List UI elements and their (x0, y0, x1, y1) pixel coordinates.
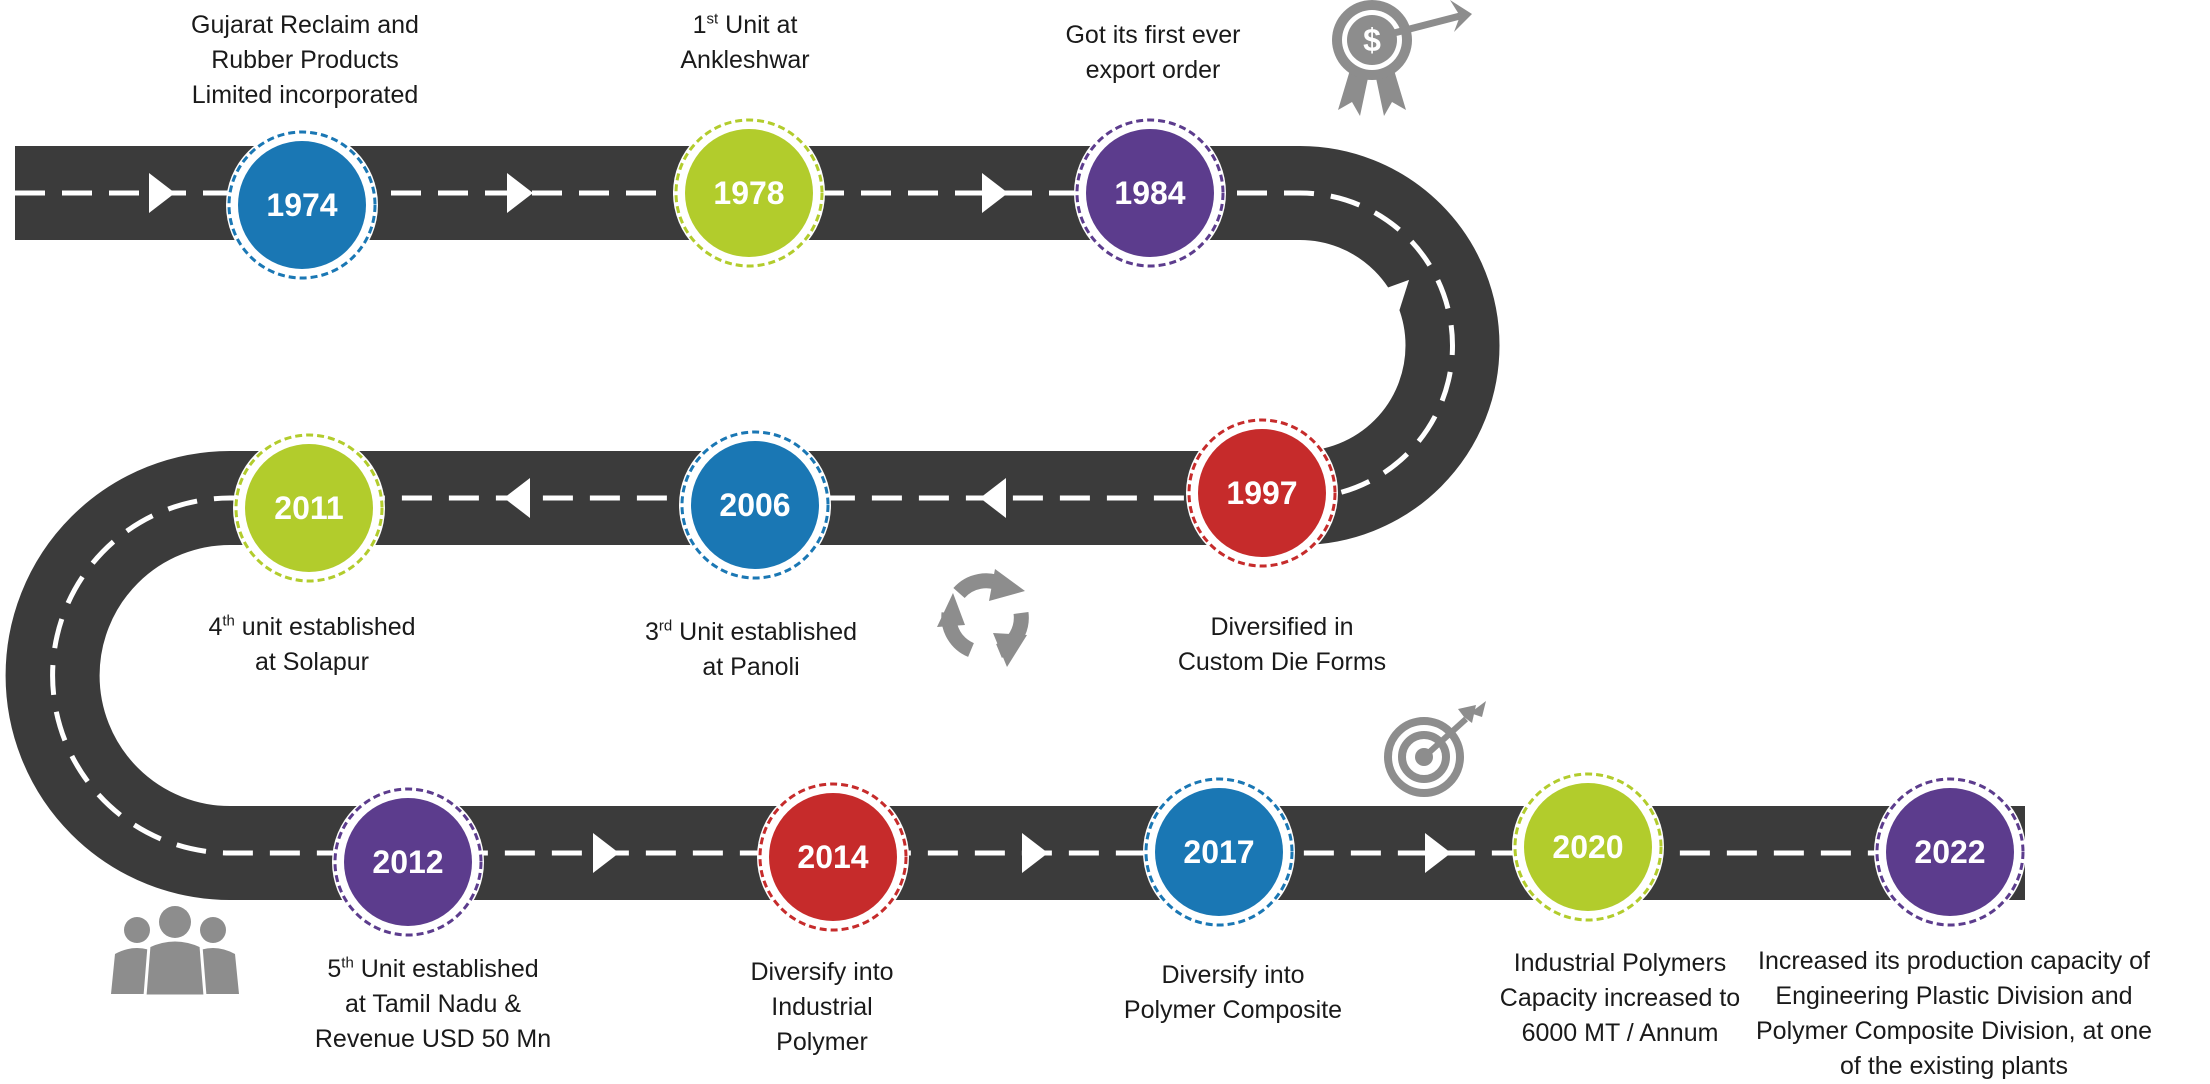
label-ordinal-suffix: th (341, 954, 354, 972)
direction-arrow (1425, 833, 1451, 873)
milestone-label-1984: Got its first ever export order (893, 18, 1413, 88)
milestone-1978: 1978 (673, 117, 825, 269)
milestone-year: 1974 (266, 187, 337, 223)
milestone-2020: 2020 (1512, 771, 1664, 923)
label-line: Increased its production capacity of (1758, 947, 2150, 975)
people-group-icon (111, 906, 239, 998)
road-arrows (149, 173, 1451, 873)
milestone-2014: 2014 (757, 781, 909, 933)
label-line: 3rd Unit established (491, 615, 1011, 650)
label-ordinal-suffix: th (222, 612, 235, 630)
label-line: export order (1085, 56, 1221, 84)
milestone-year: 2017 (1183, 834, 1254, 870)
label-text: unit established (234, 613, 416, 641)
label-line: Custom Die Forms (1177, 648, 1387, 676)
milestone-circles: 1974 1978 1984 1997 2006 2011 2012 2014 2017 2020… (226, 117, 2026, 938)
label-line: at Solapur (255, 648, 369, 676)
label-line: Polymer (776, 1028, 868, 1056)
label-line: 4th unit established (52, 610, 572, 645)
milestone-2012: 2012 (332, 786, 484, 938)
label-line: of the existing plants (1840, 1052, 2068, 1080)
svg-text:$: $ (1363, 22, 1381, 58)
milestone-label-1978: 1st Unit at Ankleshwar (485, 8, 1005, 78)
direction-arrow (1371, 279, 1410, 312)
milestone-1997: 1997 (1186, 417, 1338, 569)
label-line: Industrial (771, 993, 873, 1021)
label-line: Diversified in (1210, 613, 1354, 641)
label-line: 6000 MT / Annum (1521, 1019, 1719, 1047)
label-ordinal-number: 4 (208, 613, 223, 641)
milestone-label-2011: 4th unit established at Solapur (52, 610, 572, 680)
label-ordinal-suffix: st (706, 10, 719, 28)
label-ordinal-suffix: rd (658, 617, 673, 635)
milestone-2017: 2017 (1143, 776, 1295, 928)
direction-arrow (982, 173, 1008, 213)
milestone-2011: 2011 (233, 432, 385, 584)
label-line: Limited incorporated (191, 81, 419, 109)
label-line: at Tamil Nadu & (344, 990, 521, 1018)
milestone-year: 2022 (1914, 834, 1985, 870)
milestone-label-2012: 5th Unit established at Tamil Nadu & Reven… (173, 952, 693, 1057)
label-line: Industrial Polymers (1513, 949, 1727, 977)
milestone-year: 2012 (372, 844, 443, 880)
milestone-2022: 2022 (1874, 776, 2026, 928)
label-ordinal-number: 1 (692, 11, 707, 39)
road (5, 146, 2025, 900)
label-line: at Panoli (702, 653, 800, 681)
direction-arrow (166, 664, 206, 690)
label-line: Polymer Composite Division, at one (1756, 1017, 2152, 1045)
milestone-year: 2011 (274, 490, 343, 526)
label-line: Ankleshwar (680, 46, 810, 74)
milestone-2006: 2006 (679, 429, 831, 581)
milestone-label-2022: Increased its production capacity of Engi… (1694, 944, 2210, 1084)
milestone-year: 2006 (719, 487, 790, 523)
direction-arrow (1022, 833, 1048, 873)
label-line: Revenue USD 50 Mn (314, 1025, 552, 1053)
target-arrow-icon (1384, 701, 1486, 797)
dollar-target-award-icon: $ (1332, 0, 1472, 116)
direction-arrow (507, 173, 533, 213)
refresh-cycle-icon (937, 569, 1029, 667)
milestone-year: 2020 (1552, 829, 1623, 865)
label-line: Diversify into (750, 958, 894, 986)
label-ordinal-number: 5 (327, 955, 342, 983)
label-text: Unit established (353, 955, 539, 983)
label-line: Rubber Products (211, 46, 399, 74)
label-line: Got its first ever (1065, 21, 1241, 49)
milestone-year: 1997 (1226, 475, 1297, 511)
label-line: Engineering Plastic Division and (1775, 982, 2133, 1010)
label-line: Gujarat Reclaim and (191, 11, 419, 39)
milestone-1974: 1974 (226, 129, 378, 281)
label-line: Polymer Composite (1123, 996, 1343, 1024)
direction-arrow (149, 173, 175, 213)
label-line: Capacity increased to (1499, 984, 1741, 1012)
direction-arrow (980, 478, 1006, 518)
label-text: Unit established (672, 618, 858, 646)
direction-arrow (593, 833, 619, 873)
label-line: 5th Unit established (173, 952, 693, 987)
label-line: 1st Unit at (485, 8, 1005, 43)
label-text: Unit at (718, 11, 798, 39)
direction-arrow (504, 478, 530, 518)
milestone-year: 1984 (1114, 175, 1185, 211)
milestone-label-1997: Diversified in Custom Die Forms (1022, 610, 1542, 680)
label-ordinal-number: 3 (644, 618, 659, 646)
milestone-year: 2014 (797, 839, 868, 875)
milestone-label-2006: 3rd Unit established at Panoli (491, 615, 1011, 685)
milestone-1984: 1984 (1074, 117, 1226, 269)
milestone-year: 1978 (713, 175, 784, 211)
label-line: Diversify into (1161, 961, 1305, 989)
